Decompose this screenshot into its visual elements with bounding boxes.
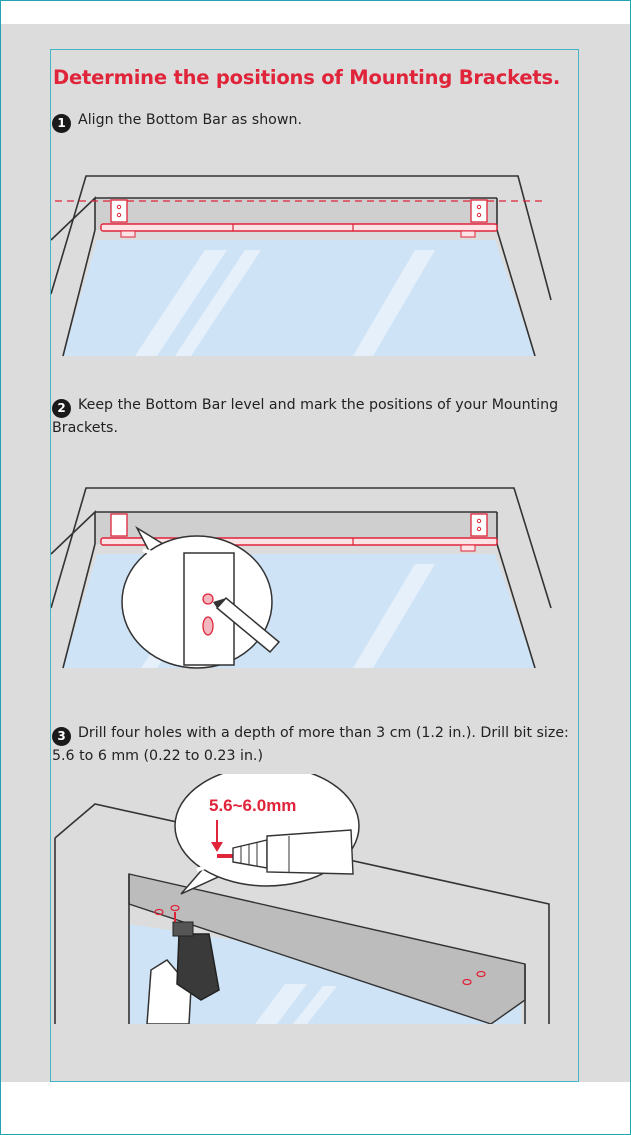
marked-position <box>203 594 213 604</box>
step-2-number-badge: 2 <box>52 399 71 418</box>
drill-illustration: 5.6~6.0mm <box>51 774 577 1024</box>
step-1-text: Align the Bottom Bar as shown. <box>78 112 302 128</box>
step-3-text: Drill four holes with a depth of more th… <box>52 725 569 764</box>
bottom-band <box>1 1082 630 1134</box>
step-3-number-badge: 3 <box>52 727 71 746</box>
mounting-bracket-right <box>471 200 487 222</box>
step-2-text: Keep the Bottom Bar level and mark the p… <box>52 397 558 436</box>
step-1: 1 Align the Bottom Bar as shown. <box>52 110 578 133</box>
window-glass <box>63 240 535 356</box>
top-band <box>1 1 630 24</box>
bottom-bar-illustration <box>51 170 577 360</box>
bracket-mark-illustration <box>51 484 577 670</box>
mounting-bracket-left <box>111 200 127 222</box>
page-title: Determine the positions of Mounting Brac… <box>53 66 560 89</box>
mounting-bracket-left <box>111 514 127 536</box>
bottom-bar <box>101 224 497 231</box>
mounting-bracket-right <box>471 514 487 536</box>
drill-bit-size-label: 5.6~6.0mm <box>209 796 296 815</box>
step-1-number-badge: 1 <box>52 114 71 133</box>
